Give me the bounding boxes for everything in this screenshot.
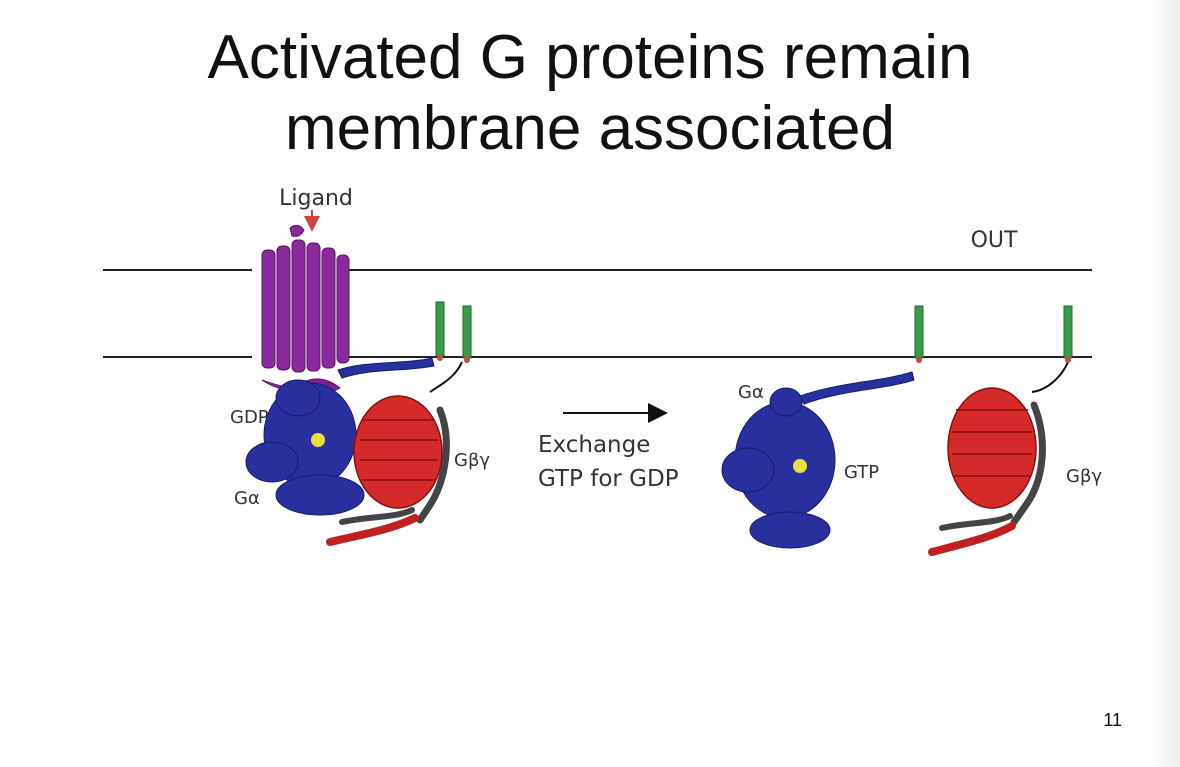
out-label: OUT	[971, 228, 1018, 253]
lipid-anchor-icon-left-1	[435, 301, 445, 361]
slide-title-line-1: Activated G proteins remain	[207, 23, 973, 92]
page-number: 11	[1103, 710, 1122, 730]
g-beta-gamma-ribbon-left	[326, 361, 463, 546]
gpcr-receptor-ribbon	[261, 224, 350, 394]
g-beta-gamma-label-left: Gβγ	[454, 450, 490, 471]
membrane	[103, 269, 1092, 358]
lipid-anchor-icon-left-2	[462, 305, 472, 363]
slide-title-line-2: membrane associated	[285, 94, 895, 163]
g-alpha-ribbon-left	[245, 357, 435, 516]
exchange-label-line-1: Exchange	[538, 432, 650, 458]
exchange-label-line-2: GTP for GDP	[538, 466, 679, 492]
gdp-nucleotide	[311, 433, 325, 447]
g-alpha-ribbon-right	[721, 371, 915, 549]
g-alpha-label-left: Gα	[234, 488, 260, 509]
g-alpha-label-right: Gα	[738, 382, 764, 403]
slide-edge-shadow	[1150, 0, 1180, 767]
lipid-anchor-icon-right-2	[1063, 305, 1073, 363]
gtp-label: GTP	[844, 462, 879, 483]
g-beta-gamma-ribbon-right	[928, 361, 1069, 556]
slide-title: Activated G proteins remain membrane ass…	[0, 22, 1180, 164]
g-beta-gamma-label-right: Gβγ	[1066, 466, 1102, 487]
ligand-label: Ligand	[279, 186, 353, 211]
gtp-nucleotide	[793, 459, 807, 473]
gdp-label: GDP	[230, 407, 269, 428]
lipid-anchor-icon-right-1	[914, 305, 924, 363]
